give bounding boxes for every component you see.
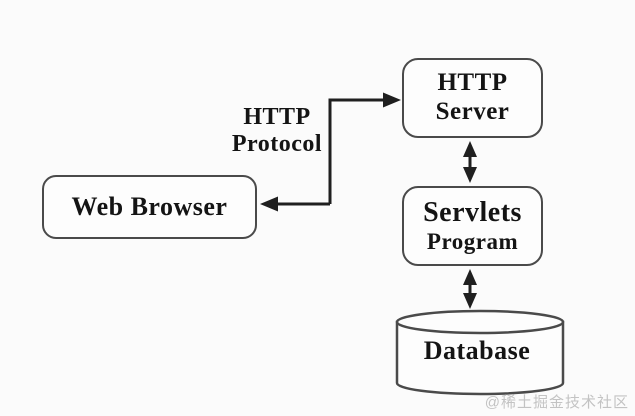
web-browser-label: Web Browser	[71, 192, 228, 221]
database-cylinder-body	[395, 320, 565, 396]
servlets-label-line2: Program	[426, 228, 519, 254]
node-servlets-program: Servlets Program	[402, 186, 543, 266]
arrow-up-server-icon	[463, 141, 477, 157]
http-protocol-label-line2: Protocol	[231, 130, 323, 157]
arrow-down-database-icon	[463, 293, 477, 309]
node-web-browser: Web Browser	[42, 175, 257, 239]
http-protocol-connector-line	[328, 98, 385, 204]
http-server-label-line1: HTTP	[437, 69, 508, 97]
database-label: Database	[423, 336, 531, 365]
http-protocol-label-line1: HTTP	[243, 104, 311, 130]
arrow-down-servlets-icon	[463, 167, 477, 183]
arrow-to-web-browser-icon	[260, 196, 278, 212]
http-server-label-line2: Server	[435, 98, 510, 125]
watermark: @稀土掘金技术社区	[484, 394, 629, 411]
arrow-up-servlets-icon	[463, 269, 477, 285]
database-cylinder	[395, 309, 565, 396]
node-http-server: HTTP Server	[402, 58, 543, 138]
arrow-to-http-server-icon	[383, 92, 401, 108]
servlets-label-line1: Servlets	[423, 196, 522, 228]
database-cylinder-top	[395, 309, 565, 335]
http-protocol-label: HTTP Protocol	[222, 104, 332, 158]
